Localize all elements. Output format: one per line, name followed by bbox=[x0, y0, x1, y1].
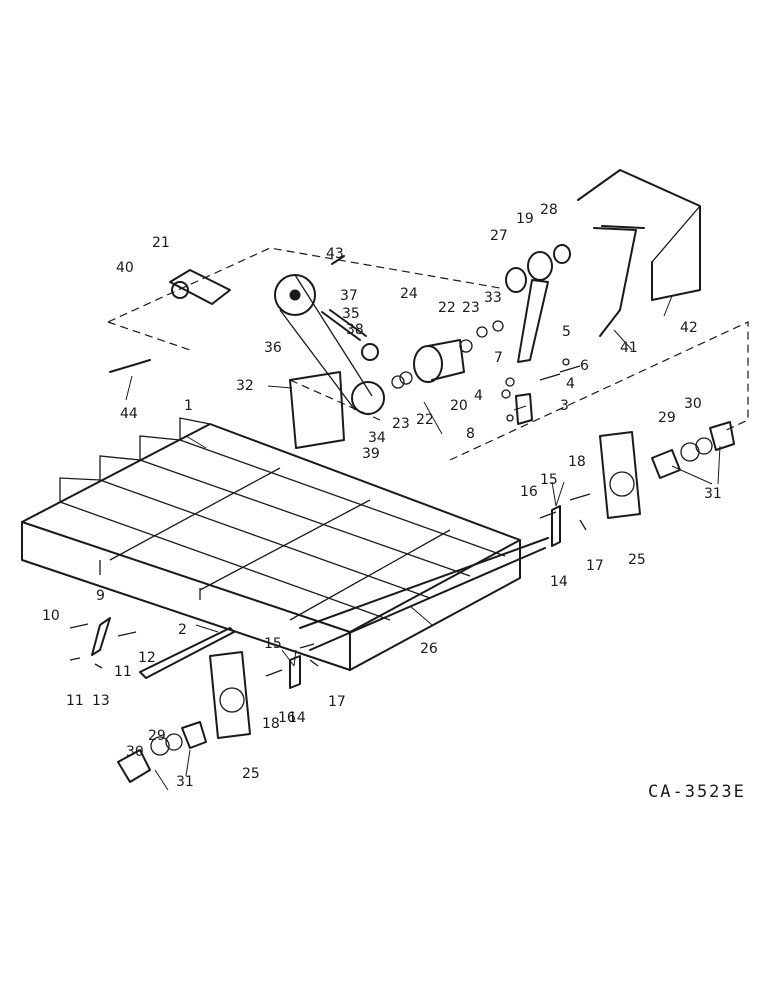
callout-c31a: 31 bbox=[704, 486, 722, 502]
leader-lines bbox=[125, 295, 721, 791]
callout-c14b: 14 bbox=[288, 710, 306, 726]
callout-c5: 5 bbox=[562, 324, 571, 340]
bearing-flanges bbox=[117, 421, 735, 783]
callout-c22b: 22 bbox=[416, 412, 434, 428]
callout-c23a: 23 bbox=[462, 300, 480, 316]
callout-c16b: 16 bbox=[278, 710, 296, 726]
callout-c38: 38 bbox=[346, 322, 364, 338]
callout-c29b: 29 bbox=[148, 728, 166, 744]
callout-c4b: 4 bbox=[566, 376, 575, 392]
callout-c11a: 11 bbox=[114, 664, 132, 680]
callout-c28: 28 bbox=[540, 202, 558, 218]
callout-c30a: 30 bbox=[684, 396, 702, 412]
callout-c10: 10 bbox=[42, 608, 60, 624]
callout-c17b: 17 bbox=[328, 694, 346, 710]
callout-c29a: 29 bbox=[658, 410, 676, 426]
eccentric-assembly bbox=[391, 244, 571, 389]
callout-c4a: 4 bbox=[474, 388, 483, 404]
bearing-plates bbox=[209, 431, 641, 739]
callout-c27: 27 bbox=[490, 228, 508, 244]
callout-c12: 12 bbox=[138, 650, 156, 666]
callout-c13: 13 bbox=[92, 693, 110, 709]
drive-assembly bbox=[109, 255, 385, 449]
callout-c22a: 22 bbox=[438, 300, 456, 316]
callout-c40: 40 bbox=[116, 260, 134, 276]
callout-c44: 44 bbox=[120, 406, 138, 422]
callout-c19: 19 bbox=[516, 211, 534, 227]
callout-c32: 32 bbox=[236, 378, 254, 394]
callout-c9: 9 bbox=[96, 588, 105, 604]
callout-c11b: 11 bbox=[66, 693, 84, 709]
left-linkage bbox=[69, 617, 235, 679]
callout-c7: 7 bbox=[494, 350, 503, 366]
link-assembly bbox=[501, 358, 581, 425]
callout-c23b: 23 bbox=[392, 416, 410, 432]
sieve-frame bbox=[21, 417, 521, 671]
callout-c18a: 18 bbox=[568, 454, 586, 470]
cross-shaft bbox=[299, 537, 549, 651]
callout-c39: 39 bbox=[362, 446, 380, 462]
callout-c14a: 14 bbox=[550, 574, 568, 590]
callout-c2: 2 bbox=[178, 622, 187, 638]
callout-c30b: 30 bbox=[126, 744, 144, 760]
callout-c34: 34 bbox=[368, 430, 386, 446]
callout-c33: 33 bbox=[484, 290, 502, 306]
figure-code: CA-3523E bbox=[648, 782, 746, 802]
callout-c17a: 17 bbox=[586, 558, 604, 574]
callout-c36: 36 bbox=[264, 340, 282, 356]
callout-c15a: 15 bbox=[540, 472, 558, 488]
right-linkage bbox=[265, 493, 591, 689]
callout-c6: 6 bbox=[580, 358, 589, 374]
shield-and-rod bbox=[577, 169, 701, 337]
callout-c1: 1 bbox=[184, 398, 193, 414]
callout-c16a: 16 bbox=[520, 484, 538, 500]
callout-c25a: 25 bbox=[628, 552, 646, 568]
callout-c37: 37 bbox=[340, 288, 358, 304]
callout-c31b: 31 bbox=[176, 774, 194, 790]
callout-c42: 42 bbox=[680, 320, 698, 336]
callout-labels: 1234456789101111121314141515161617171818… bbox=[42, 202, 722, 790]
callout-c20: 20 bbox=[450, 398, 468, 414]
callout-c15b: 15 bbox=[264, 636, 282, 652]
callout-c35: 35 bbox=[342, 306, 360, 322]
callout-c24: 24 bbox=[400, 286, 418, 302]
callout-c3: 3 bbox=[560, 398, 569, 414]
callout-c21: 21 bbox=[152, 235, 170, 251]
callout-c41: 41 bbox=[620, 340, 638, 356]
callout-c25b: 25 bbox=[242, 766, 260, 782]
callout-c8: 8 bbox=[466, 426, 475, 442]
callout-c18b: 18 bbox=[262, 716, 280, 732]
callout-c43: 43 bbox=[326, 246, 344, 262]
callout-c26: 26 bbox=[420, 641, 438, 657]
